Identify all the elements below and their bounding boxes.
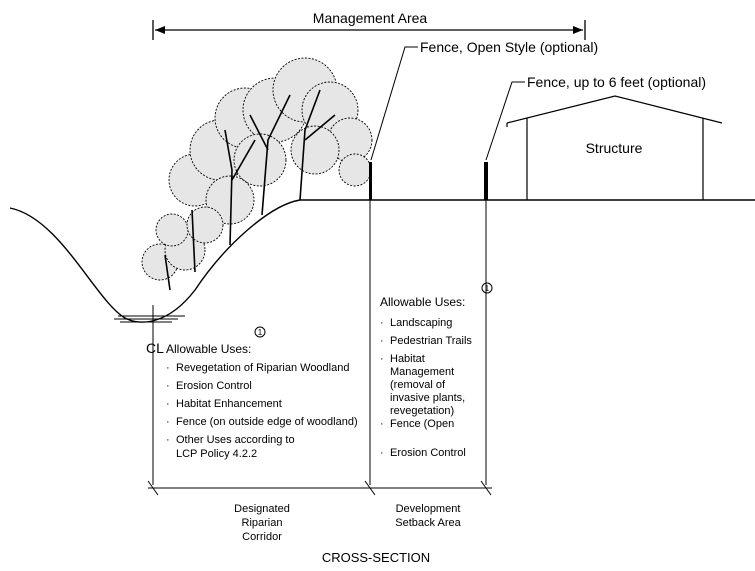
centerline-label: CL <box>146 340 164 356</box>
ground-profile <box>9 199 755 323</box>
riparian-use-item: Habitat Enhancement <box>176 398 282 410</box>
riparian-vegetation <box>141 57 373 291</box>
fence-open-leader <box>370 46 418 161</box>
fence-6ft-label: Fence, up to 6 feet (optional) <box>527 74 706 90</box>
svg-text:·: · <box>166 416 170 428</box>
setback-allowable-uses: Allowable Uses: 1 · Landscaping · Pedest… <box>380 282 493 459</box>
svg-text:Riparian: Riparian <box>242 517 283 529</box>
riparian-use-item: Fence (on outside edge of woodland) <box>176 416 358 428</box>
svg-text:·: · <box>166 434 170 446</box>
setback-use-item: Fence (Open <box>390 418 454 430</box>
fence-open-label: Fence, Open Style (optional) <box>420 39 598 55</box>
riparian-note-marker: 1 <box>258 328 263 337</box>
zone-dimension-line <box>147 480 492 496</box>
setback-use-item: Erosion Control <box>390 447 466 459</box>
water-lines <box>114 315 185 323</box>
svg-text:Development: Development <box>396 503 461 515</box>
riparian-use-item: Erosion Control <box>176 380 252 392</box>
riparian-use-item: Revegetation of Riparian Woodland <box>176 362 349 374</box>
setback-use-item: Landscaping <box>390 317 452 329</box>
cross-section-title: CROSS-SECTION <box>322 550 430 565</box>
structure-building <box>506 95 723 200</box>
setback-zone-label: Development Setback Area <box>395 503 461 529</box>
setback-use-item: revegetation) <box>390 405 454 417</box>
svg-text:Corridor: Corridor <box>242 531 282 543</box>
riparian-uses-heading: Allowable Uses: <box>166 342 251 356</box>
setback-use-item: Management <box>390 366 454 378</box>
svg-text:Setback Area: Setback Area <box>395 517 461 529</box>
fence-6ft-leader <box>485 81 525 161</box>
svg-text:·: · <box>166 362 170 374</box>
riparian-use-item: LCP Policy 4.2.2 <box>176 448 257 460</box>
fence-6ft <box>484 162 488 200</box>
svg-text:·: · <box>380 353 384 365</box>
svg-text:Designated: Designated <box>234 503 290 515</box>
setback-uses-heading: Allowable Uses: <box>380 295 465 309</box>
svg-text:·: · <box>380 447 384 459</box>
management-area-dimension <box>152 20 586 40</box>
riparian-use-item: Other Uses according to <box>176 434 295 446</box>
setback-note-marker: 1 <box>485 284 490 293</box>
setback-use-item: invasive plants, <box>390 392 465 404</box>
riparian-allowable-uses: CL Allowable Uses: 1 · Revegetation of R… <box>146 326 358 460</box>
riparian-zone-label: Designated Riparian Corridor <box>234 503 290 543</box>
structure-label: Structure <box>586 140 643 156</box>
setback-use-item: Pedestrian Trails <box>390 335 472 347</box>
fence-open-style <box>369 162 372 200</box>
svg-text:·: · <box>380 335 384 347</box>
setback-use-item: (removal of <box>390 379 446 391</box>
svg-text:·: · <box>166 380 170 392</box>
svg-text:·: · <box>380 317 384 329</box>
svg-text:·: · <box>380 418 384 430</box>
setback-use-item: Habitat <box>390 353 425 365</box>
svg-text:·: · <box>166 398 170 410</box>
management-area-label: Management Area <box>313 10 428 26</box>
